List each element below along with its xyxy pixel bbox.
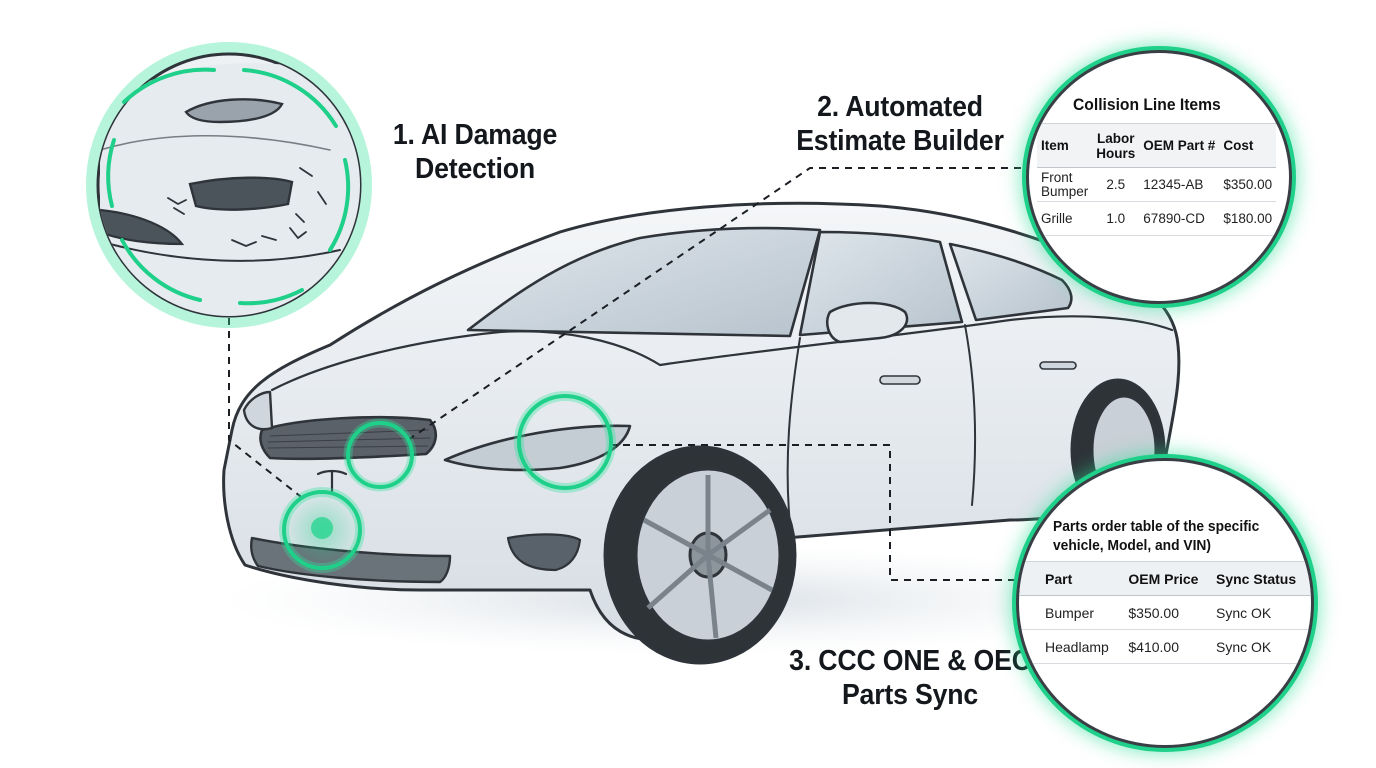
- cell-item: Grille: [1037, 202, 1092, 236]
- side-mirror: [826, 301, 909, 344]
- connector-damage: [228, 318, 306, 501]
- windshield: [466, 226, 822, 338]
- callout-parts-sync: 3. CCC ONE & OEC Parts Sync: [781, 644, 1039, 712]
- belt-line: [658, 315, 1174, 367]
- hotspot-bumper: [279, 487, 365, 573]
- door-line-front: [786, 337, 801, 526]
- cell-part: 12345-AB: [1143, 177, 1204, 192]
- parts-order-table: Part OEM Price Sync Status Bumper $350.0…: [1019, 561, 1311, 664]
- cell-item-line2: Bumper: [1041, 183, 1089, 199]
- callout-estimate-builder-line1: 2. Automated: [817, 91, 983, 123]
- cell-part: Headlamp: [1045, 638, 1109, 655]
- cell-part: 67890-CD: [1143, 211, 1205, 226]
- cell-item-line1: Grille: [1041, 211, 1073, 226]
- headlight-right: [443, 424, 632, 472]
- door-line-rear: [964, 324, 977, 506]
- headlight-left: [242, 390, 274, 431]
- header-labor-line1: Labor: [1097, 130, 1135, 146]
- callout-damage-detection: 1. AI Damage Detection: [378, 118, 571, 186]
- connector-estimate: [404, 167, 1034, 443]
- table-row: Bumper $350.00 Sync OK: [1019, 596, 1311, 630]
- cell-status: Sync OK: [1216, 604, 1272, 621]
- hotspot-headlamp: [514, 391, 616, 493]
- cell-item-line1: Front: [1041, 169, 1073, 185]
- header-oem-part: OEM Part #: [1143, 138, 1216, 153]
- rear-side-window: [948, 242, 1073, 322]
- hotspot-grille: [343, 418, 417, 492]
- callout-parts-sync-line1: 3. CCC ONE & OEC: [789, 645, 1031, 677]
- front-grille: [259, 415, 438, 461]
- damage-detection-lens: [86, 42, 372, 328]
- callout-estimate-builder: 2. Automated Estimate Builder: [790, 90, 1011, 158]
- table-row: Headlamp $410.00 Sync OK: [1019, 630, 1311, 664]
- door-handle-rear: [1039, 361, 1077, 370]
- cell-part: Bumper: [1045, 604, 1095, 621]
- header-part: Part: [1045, 570, 1073, 587]
- callout-estimate-builder-line2: Estimate Builder: [796, 125, 1004, 157]
- cell-price: $350.00: [1128, 604, 1179, 621]
- connector-parts: [610, 444, 1022, 581]
- cell-labor: 1.0: [1106, 211, 1126, 226]
- car-body: [222, 201, 1181, 642]
- fog-light: [506, 533, 582, 572]
- cell-status: Sync OK: [1216, 638, 1272, 655]
- header-sync-status: Sync Status: [1216, 570, 1297, 587]
- parts-panel-title: Parts order table of the specific vehicl…: [1053, 518, 1260, 554]
- collision-line-items-table: Item Labor Hours OEM Part # Cost Front B…: [1037, 123, 1277, 236]
- callout-damage-detection-line2: Detection: [415, 153, 535, 185]
- callout-damage-detection-line1: 1. AI Damage: [392, 119, 558, 151]
- estimate-panel: Collision Line Items Item Labor Hours OE…: [1026, 50, 1292, 304]
- table-row: Front Bumper 2.5 12345-AB $350.00: [1037, 168, 1277, 202]
- table-header-row: Item Labor Hours OEM Part # Cost: [1037, 123, 1277, 168]
- cell-price: $410.00: [1128, 638, 1179, 655]
- estimate-panel-title: Collision Line Items: [1073, 95, 1221, 114]
- door-handle-front: [879, 375, 921, 385]
- cell-cost: $180.00: [1223, 211, 1273, 226]
- connector-lines: [228, 167, 1034, 581]
- table-row: Grille 1.0 67890-CD $180.00: [1037, 202, 1277, 236]
- header-item: Item: [1041, 138, 1069, 153]
- parts-panel: Parts order table of the specific vehicl…: [1016, 458, 1314, 748]
- brand-emblem: [316, 469, 348, 494]
- hood-line: [270, 330, 662, 392]
- table-header-row: Part OEM Price Sync Status: [1019, 561, 1311, 596]
- front-wheel: [603, 445, 797, 665]
- cell-item: Front Bumper: [1037, 168, 1092, 202]
- header-oem-price: OEM Price: [1128, 570, 1199, 587]
- cell-labor: 2.5: [1106, 177, 1126, 192]
- callout-parts-sync-line2: Parts Sync: [841, 679, 979, 711]
- cell-cost: $350.00: [1223, 177, 1273, 192]
- header-labor-hours: Labor Hours: [1092, 124, 1139, 168]
- header-cost: Cost: [1223, 138, 1254, 153]
- header-labor-line2: Hours: [1096, 145, 1136, 161]
